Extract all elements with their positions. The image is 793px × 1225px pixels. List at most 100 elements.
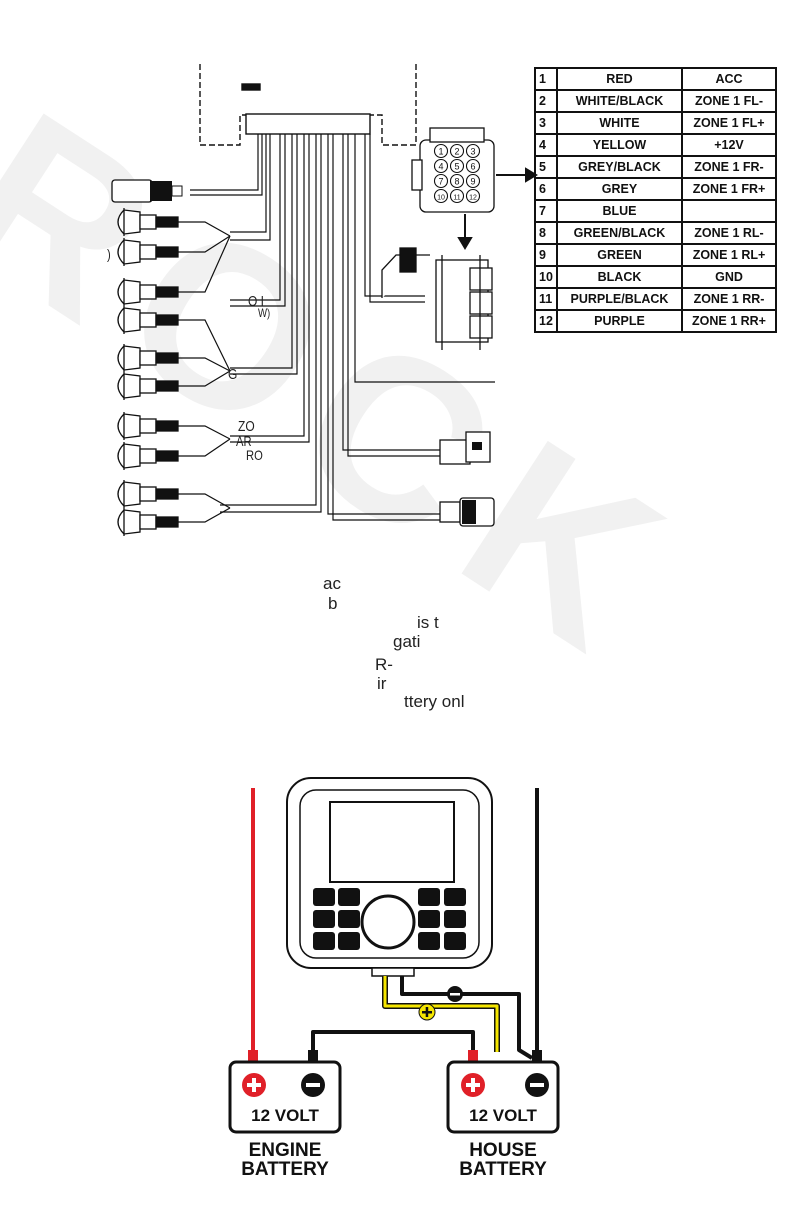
wire-color: GREEN/BLACK: [556, 221, 683, 245]
text-fragment-7: ttery onl: [404, 692, 465, 711]
wire-color: WHITE/BLACK: [556, 89, 683, 113]
rca-plug-icon: [117, 344, 231, 372]
wire-color: BLACK: [556, 265, 683, 289]
harness-label-5: AR: [236, 433, 252, 449]
pin-function: ZONE 1 RL-: [681, 221, 777, 245]
connector-pin-number: 7: [438, 177, 443, 187]
connector-pin-circle: [465, 158, 481, 174]
connector-pin-number: 12: [469, 195, 477, 202]
connector-pin-number: 6: [470, 162, 475, 172]
house-battery-voltage: 12 VOLT: [469, 1106, 537, 1125]
pin-number: 3: [534, 111, 558, 135]
engine-battery-label-1: ENGINE: [249, 1140, 322, 1161]
connector-pin-circle: [433, 173, 449, 189]
harness-label-6: RO: [246, 447, 263, 463]
wire-color: RED: [556, 67, 683, 91]
engine-positive-icon: [242, 1073, 266, 1097]
connector-pin-circle: [449, 173, 465, 189]
engine-battery-label-2: BATTERY: [241, 1159, 329, 1180]
pin-function: ZONE 1 RL+: [681, 243, 777, 267]
wire-color: PURPLE/BLACK: [556, 287, 683, 311]
pin-function: ZONE 1 RR+: [681, 309, 777, 333]
connector-pin-circle: [465, 143, 481, 159]
harness-label-4: ZO: [238, 418, 255, 435]
rca-plug-icon: [117, 507, 231, 536]
harness-label-1: O I: [248, 293, 265, 310]
wire-color: GREY/BLACK: [556, 155, 683, 179]
connector-pin-circle: [449, 188, 465, 204]
wire-color: WHITE: [556, 111, 683, 135]
connector-pin-number: 4: [438, 162, 443, 172]
wire-color: GREEN: [556, 243, 683, 267]
connector-pin-circle: [465, 188, 481, 204]
pin-number: 4: [534, 133, 558, 157]
wire-polarity-markers: [418, 986, 463, 1021]
ground-wire: [400, 976, 534, 1060]
pin-function: ZONE 1 FR+: [681, 177, 777, 201]
wire-color: YELLOW: [556, 133, 683, 157]
rca-plug-icon: [117, 412, 231, 440]
rca-plug-icon: [117, 235, 231, 266]
engine-negative-icon: [301, 1073, 325, 1097]
engine-battery-voltage: 12 VOLT: [251, 1106, 319, 1125]
aux-connector: [439, 497, 495, 527]
pin-function: +12V: [681, 133, 777, 157]
connector-arrows: [457, 167, 538, 250]
harness-wires: [190, 134, 495, 521]
pin-number: 10: [534, 265, 558, 289]
connector-pin-circle: [465, 173, 481, 189]
pin-function: ZONE 1 FL-: [681, 89, 777, 113]
connector-pin-number: 11: [453, 195, 460, 202]
engine-house-link: [311, 1030, 475, 1052]
rca-plug-icon: [117, 438, 231, 470]
pin-number: 7: [534, 199, 558, 223]
pin-number: 9: [534, 243, 558, 267]
house-negative-icon: [525, 1073, 549, 1097]
battery-terminals: [248, 1050, 542, 1062]
pin-number: 6: [534, 177, 558, 201]
usb-connector: [439, 431, 491, 465]
connector-pin-circle: [433, 143, 449, 159]
rca-plugs: [117, 208, 231, 536]
text-fragment-5: R-: [375, 655, 393, 674]
dual-battery-diagram: 12 VOLT ENGINE BATTERY 12 VOLT HOUSE BAT…: [228, 777, 560, 1180]
harness-label-7: ): [107, 246, 111, 262]
house-battery-label-1: HOUSE: [469, 1140, 537, 1161]
connector-pin-circle: [449, 158, 465, 174]
pin-function: ACC: [681, 67, 777, 91]
connector-pin-number: 3: [470, 147, 475, 157]
connector-pin-number: 1: [438, 147, 443, 157]
rca-plug-icon: [117, 208, 231, 237]
connector-pin-number: 2: [454, 147, 459, 157]
battery-wires: [251, 788, 539, 1060]
pin-number: 1: [534, 67, 558, 91]
rca-plug-icon: [117, 480, 231, 509]
house-positive-icon: [461, 1073, 485, 1097]
connector-pin-circle: [433, 158, 449, 174]
pin-number: 12: [534, 309, 558, 333]
head-unit-body: [199, 64, 417, 146]
house-battery-label-2: BATTERY: [459, 1159, 547, 1180]
pin-number: 8: [534, 221, 558, 245]
text-fragment-3: is t: [417, 613, 439, 632]
connector-pin-number: 5: [454, 162, 459, 172]
pin-number: 5: [534, 155, 558, 179]
text-fragment-4: gati: [393, 632, 421, 651]
fuse-and-main-plug: [381, 247, 493, 350]
connector-pin-number: 10: [437, 195, 445, 202]
rca-plug-icon: [117, 306, 231, 372]
wire-color: PURPLE: [556, 309, 683, 333]
pin-function: ZONE 1 FL+: [681, 111, 777, 135]
wire-color: BLUE: [556, 199, 683, 223]
